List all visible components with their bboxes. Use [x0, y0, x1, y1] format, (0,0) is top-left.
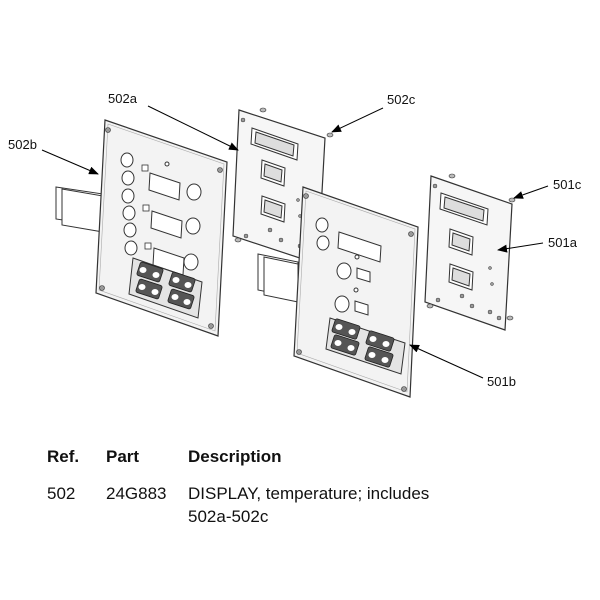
panel-501b: [293, 186, 419, 398]
ribbon-cable-502: [55, 186, 104, 233]
row-description-line2: 502a-502c: [188, 507, 269, 526]
callout-502b: 502b: [8, 137, 37, 152]
callout-502a: 502a: [108, 91, 138, 106]
callout-501c: 501c: [553, 177, 582, 192]
leader-502a: [147, 105, 239, 151]
header-part: Part: [106, 447, 140, 466]
screws-501c: [426, 173, 516, 321]
header-description: Description: [188, 447, 282, 466]
callout-502c: 502c: [387, 92, 416, 107]
circuit-board-501a: [424, 173, 516, 331]
row-ref: 502: [47, 484, 76, 503]
leader-502c: [331, 107, 384, 133]
callout-501b: 501b: [487, 374, 516, 389]
ribbon-cable-501: [257, 253, 299, 303]
header-ref: Ref.: [47, 447, 80, 466]
panel-502b: [95, 119, 228, 337]
leader-501c: [513, 185, 549, 199]
row-part: 24G883: [106, 484, 167, 503]
callout-501a: 501a: [548, 235, 578, 250]
leader-501a: [497, 242, 544, 253]
exploded-parts-diagram: 502a 502c 502b 501c 501a 501b: [8, 91, 582, 398]
row-description-line1: DISPLAY, temperature; includes: [188, 484, 430, 503]
leader-501b: [409, 344, 484, 379]
leader-502b: [41, 149, 99, 175]
